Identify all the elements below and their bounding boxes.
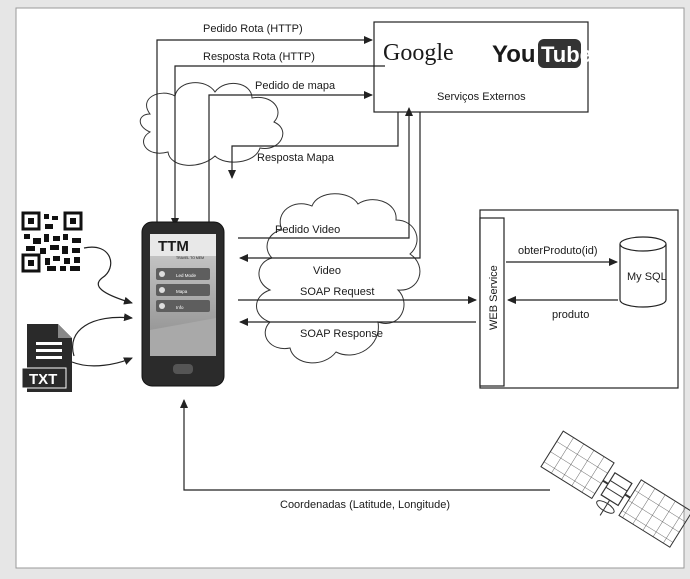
txt-label: TXT [29,371,57,388]
resposta-rota-label: Resposta Rota (HTTP) [203,51,315,63]
qr-to-phone-arrow [83,246,133,305]
app-menu-item-label[interactable]: Led Mode [176,273,197,278]
external-services-caption: Serviços Externos [437,91,526,103]
app-logo: TTM [158,238,189,255]
satellite-icon [540,430,690,548]
app-menu-item-bg[interactable] [156,268,210,280]
youtube-logo-you: You [492,41,536,68]
qr-code-icon [21,211,83,273]
pedido-video-label: Pedido Video [275,224,340,236]
external-services-box: Google You Tube Serviços Externos [373,21,592,113]
soap-response-label: SOAP Response [300,328,383,340]
youtube-logo-tube: Tube [541,42,592,67]
txt-file-icon: TXT [21,324,72,392]
obter-produto-label: obterProduto(id) [518,245,598,257]
resposta-mapa-label: Resposta Mapa [257,152,335,164]
resposta-mapa-arrow [228,112,399,179]
app-subtitle: TRAVEL TO MEM [176,256,204,260]
web-service-label: WEB Service [488,265,500,330]
web-service-box [479,217,505,387]
app-menu-item-bg[interactable] [156,284,210,296]
video-arrow [239,112,421,262]
coordenadas-arrow [180,399,550,491]
soap-request-label: SOAP Request [300,286,374,298]
pedido-rota-arrow [156,36,373,228]
app-menu-item-bg[interactable] [156,300,210,312]
database-label: My SQL [627,271,667,283]
resposta-rota-arrow [171,65,385,227]
database-icon [619,236,667,308]
smartphone-icon: TTM TRAVEL TO MEM Led Mode Mapa Info [141,221,225,387]
pedido-mapa-arrow [208,91,373,228]
cloud-icon [139,82,284,166]
google-logo: Google [383,40,454,66]
app-menu-item-label[interactable]: Mapa [176,289,188,294]
phone-home-button[interactable] [173,364,193,374]
txt-to-phone-arrow-lower [71,357,133,367]
video-label: Video [313,265,341,277]
txt-to-phone-arrow [72,313,133,357]
pedido-mapa-label: Pedido de mapa [255,80,336,92]
pedido-rota-label: Pedido Rota (HTTP) [203,23,303,35]
produto-label: produto [552,309,589,321]
youtube-logo-tube-bg [538,39,581,68]
app-menu-item-label[interactable]: Info [176,305,184,310]
coordenadas-label: Coordenadas (Latitude, Longitude) [280,499,450,511]
pedido-video-arrow [238,107,413,239]
